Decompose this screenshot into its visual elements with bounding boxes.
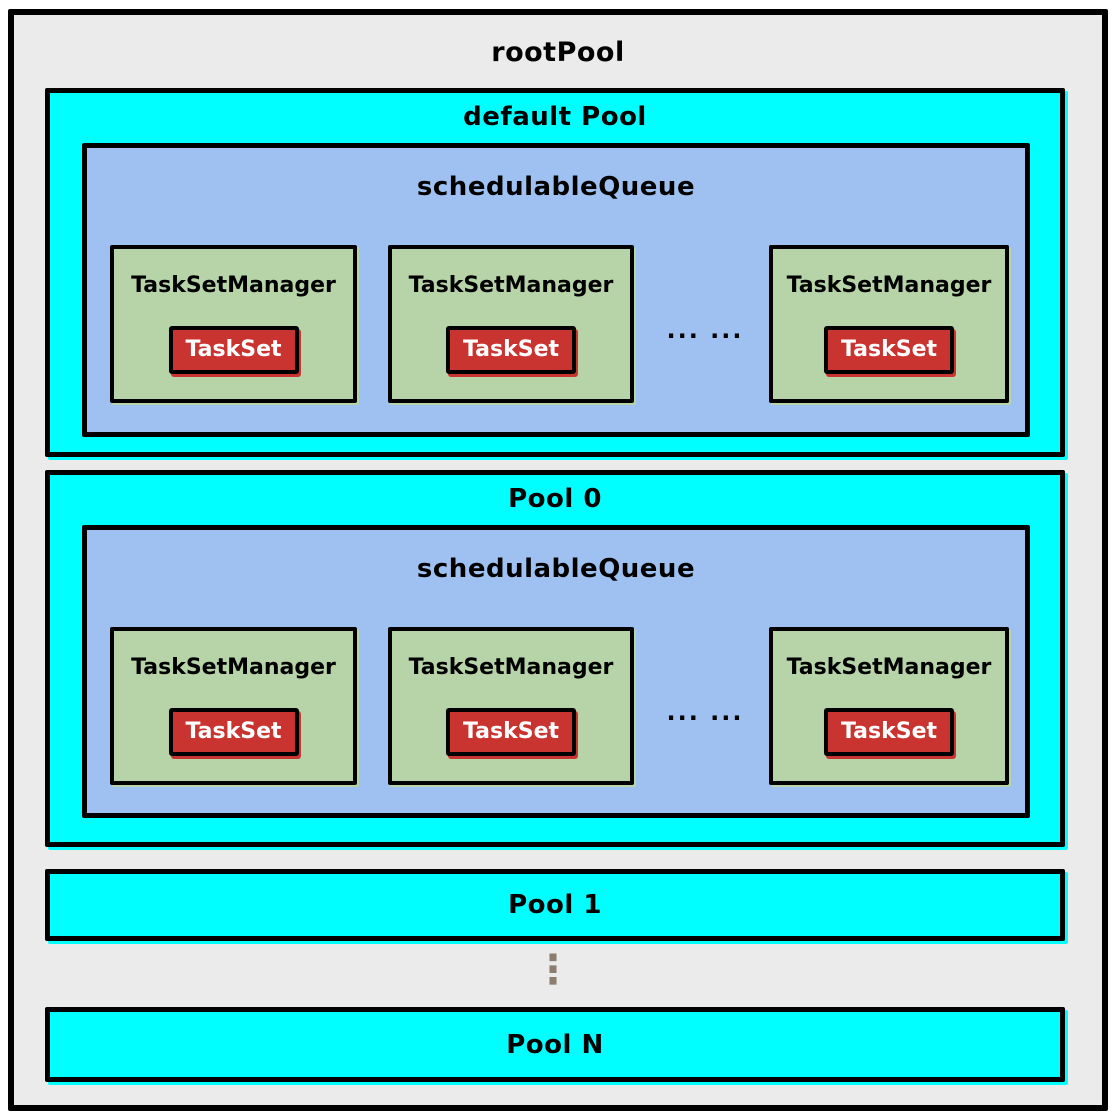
taskset-badge: TaskSet xyxy=(823,326,955,374)
tasksetmanager-box: TaskSetManager TaskSet xyxy=(769,627,1009,785)
pool-0-box: Pool 0 schedulableQueue TaskSetManager T… xyxy=(45,470,1065,847)
schedulable-queue-box-default: schedulableQueue TaskSetManager TaskSet … xyxy=(82,143,1030,437)
managers-ellipsis: ... ... xyxy=(666,316,744,344)
taskset-badge: TaskSet xyxy=(168,326,299,374)
tasksetmanager-label: TaskSetManager xyxy=(408,655,614,680)
taskset-badge: TaskSet xyxy=(168,708,299,756)
tasksetmanager-box: TaskSetManager TaskSet xyxy=(110,245,357,403)
default-pool-title: default Pool xyxy=(463,102,647,132)
root-pool-box: rootPool default Pool schedulableQueue T… xyxy=(8,9,1108,1111)
tasksetmanager-label: TaskSetManager xyxy=(786,655,992,680)
tasksetmanager-label: TaskSetManager xyxy=(131,273,336,298)
tasksetmanager-box: TaskSetManager TaskSet xyxy=(110,627,357,785)
schedulable-queue-title: schedulableQueue xyxy=(416,172,696,202)
root-pool-title: rootPool xyxy=(491,37,625,68)
managers-ellipsis: ... ... xyxy=(666,698,744,726)
pool-0-title: Pool 0 xyxy=(508,484,602,514)
pools-vertical-ellipsis: ⋮ xyxy=(533,947,573,993)
schedulable-queue-box-pool0: schedulableQueue TaskSetManager TaskSet … xyxy=(82,525,1030,818)
tasksetmanager-box: TaskSetManager TaskSet xyxy=(769,245,1009,403)
taskset-badge: TaskSet xyxy=(823,708,955,756)
tasksetmanager-label: TaskSetManager xyxy=(408,273,614,298)
pool-1-bar: Pool 1 xyxy=(45,869,1065,941)
tasksetmanager-box: TaskSetManager TaskSet xyxy=(388,627,634,785)
pool-n-bar: Pool N xyxy=(45,1007,1065,1082)
schedulable-queue-title: schedulableQueue xyxy=(416,554,696,584)
tasksetmanager-label: TaskSetManager xyxy=(786,273,992,298)
taskset-badge: TaskSet xyxy=(445,326,577,374)
tasksetmanager-box: TaskSetManager TaskSet xyxy=(388,245,634,403)
taskset-badge: TaskSet xyxy=(445,708,577,756)
tasksetmanager-label: TaskSetManager xyxy=(131,655,336,680)
default-pool-box: default Pool schedulableQueue TaskSetMan… xyxy=(45,88,1065,457)
